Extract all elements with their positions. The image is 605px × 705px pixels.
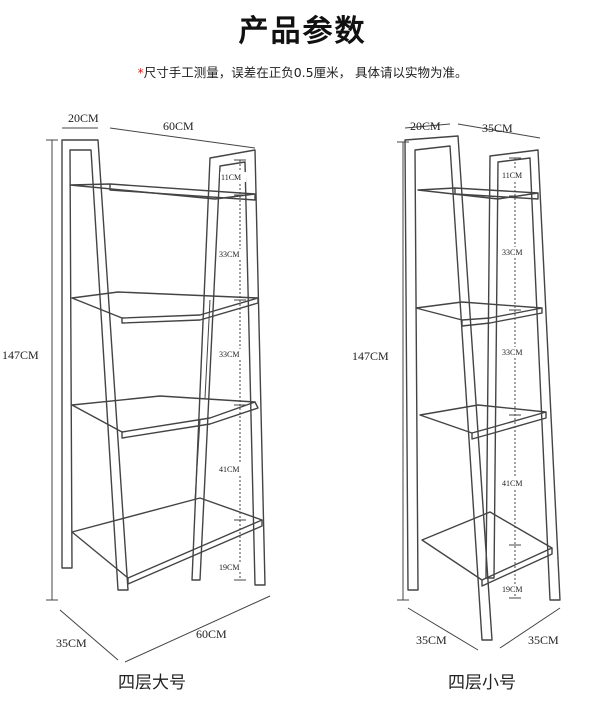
small-shelf-3: [419, 404, 547, 434]
large-shelf-1: [69, 183, 256, 200]
large-shelf-2: [71, 291, 259, 319]
large-shelf-4-edge: [127, 520, 263, 585]
large-shelf-caption: 四层大号: [118, 673, 186, 693]
small-shelf-2: [415, 301, 543, 321]
large-gap-labels: 11CM 33CM 33CM 41CM 19CM: [218, 172, 246, 572]
small-front-leg: [404, 135, 493, 641]
small-bottom-depth-label: 35CM: [416, 633, 447, 647]
large-top-depth-label: 20CM: [68, 111, 99, 125]
small-bottom-depth-line: [407, 607, 479, 651]
small-gap-label-3: 33CM: [502, 348, 522, 357]
small-top-depth-label: 20CM: [410, 119, 441, 133]
large-gap-label-4: 41CM: [219, 465, 239, 474]
large-height-label: 147CM: [2, 348, 39, 362]
small-shelf-caption: 四层小号: [448, 673, 516, 693]
small-shelf-1-front: [454, 188, 539, 200]
large-shelf-drawing: [46, 127, 271, 663]
small-top-width-label: 35CM: [482, 121, 513, 135]
large-bottom-width-label: 60CM: [196, 627, 227, 641]
small-gap-label-2: 33CM: [502, 248, 522, 257]
large-gap-label-2: 33CM: [219, 250, 239, 259]
large-shelf-3: [71, 395, 256, 433]
small-shelf-2-edge: [461, 308, 543, 327]
small-gap-label-4: 41CM: [502, 479, 522, 488]
note-text: 尺寸手工测量，误差在正负0.5厘米， 具体请以实物为准。: [143, 65, 468, 80]
small-gap-label-5: 19CM: [502, 585, 522, 594]
large-gap-label-5: 19CM: [219, 563, 239, 572]
large-shelf-2-edge: [121, 298, 259, 324]
large-bottom-width-line: [124, 595, 271, 663]
note-star: *: [137, 65, 144, 80]
small-shelf-4-edge: [481, 548, 553, 587]
small-shelf-3-edge: [471, 412, 547, 440]
small-gap-labels: 11CM 33CM 33CM 41CM 19CM: [500, 170, 528, 594]
large-top-width-label: 60CM: [163, 119, 194, 133]
small-back-frame: [485, 149, 561, 601]
large-gap-label-3: 33CM: [219, 350, 239, 359]
large-top-width-line: [109, 127, 256, 149]
small-shelf-drawing: [397, 123, 561, 651]
page-title: 产品参数: [238, 14, 367, 49]
large-front-leg: [61, 139, 129, 591]
large-bottom-depth-label: 35CM: [56, 636, 87, 650]
large-shelf-3-edge: [121, 401, 259, 439]
measurement-note: *尺寸手工测量，误差在正负0.5厘米， 具体请以实物为准。: [0, 62, 605, 81]
small-height-label: 147CM: [352, 349, 389, 363]
large-shelf-1-front: [109, 184, 256, 201]
large-bottom-depth-line: [59, 609, 119, 661]
large-back-frame: [191, 149, 266, 586]
small-gap-label-1: 11CM: [502, 171, 522, 180]
large-gap-label-1: 11CM: [221, 173, 241, 182]
small-bottom-width-label: 35CM: [528, 633, 559, 647]
small-top-depth-line: [404, 123, 451, 129]
small-bottom-width-line: [499, 607, 561, 649]
small-top-width-line: [457, 123, 541, 139]
